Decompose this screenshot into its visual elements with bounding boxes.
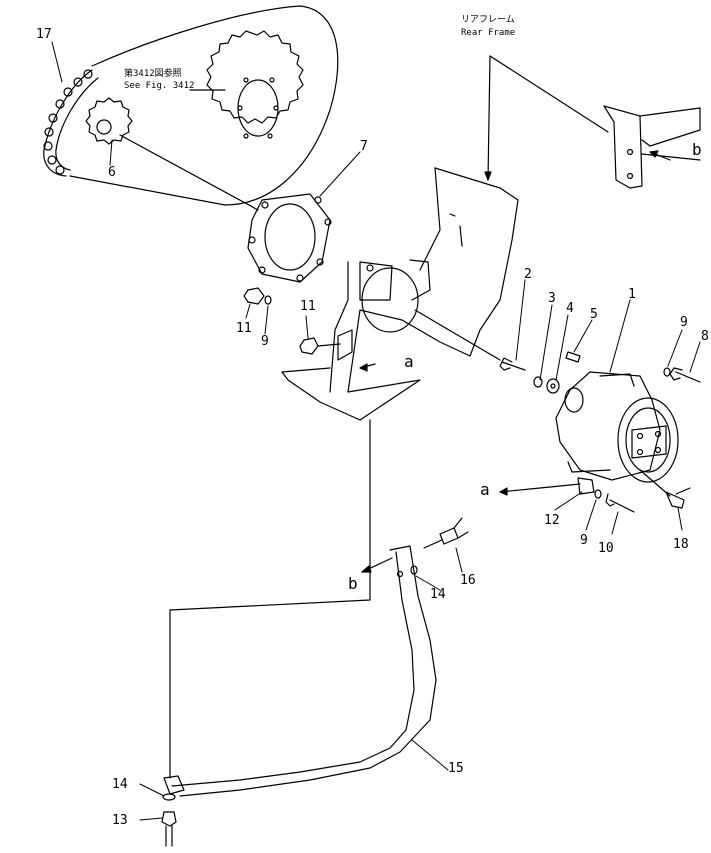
- leader-line: [639, 469, 671, 497]
- leader-line: [487, 55, 491, 181]
- washer-3: [533, 376, 543, 388]
- nut-11-left: [243, 287, 265, 305]
- motor-drawing: [555, 371, 679, 483]
- leader-line: [317, 343, 341, 347]
- arrow-b-bottom-head: [361, 565, 372, 573]
- bolt-8: [669, 367, 701, 383]
- callout-12: 12: [544, 513, 560, 528]
- connector-b-top: b: [692, 140, 702, 159]
- callout-11-center: 11: [300, 299, 316, 314]
- callout-4: 4: [566, 301, 574, 316]
- arrow-a-left-head: [499, 487, 508, 496]
- leader-line: [567, 461, 611, 473]
- nut-11-center: [299, 337, 319, 355]
- callout-18: 18: [673, 537, 689, 552]
- callout-6: 6: [108, 165, 116, 180]
- callout-7: 7: [360, 139, 368, 154]
- connector-a-right: a: [404, 352, 414, 371]
- arrow-b-top-head: [649, 150, 659, 158]
- connector-b-bottom: b: [348, 574, 358, 593]
- leader-line: [414, 309, 501, 361]
- callout-10: 10: [598, 541, 614, 556]
- callout-14-lower: 14: [112, 777, 128, 792]
- callout-15: 15: [448, 761, 464, 776]
- arrow-a-right-head: [359, 363, 368, 372]
- leader-line: [489, 55, 609, 133]
- see-fig-label-en: See Fig. 3412: [124, 81, 195, 91]
- callout-9-lower: 9: [580, 533, 588, 548]
- small-sprocket-drawing: [85, 97, 133, 145]
- bolt-10: [605, 493, 635, 513]
- lockwasher-9-lower: [594, 489, 602, 499]
- bolt-2: [499, 357, 526, 371]
- rear-frame-label-jp: リアフレーム: [461, 15, 515, 25]
- chain-drawing: [43, 69, 99, 177]
- wing-bolt-16: [423, 517, 469, 549]
- callout-leaders: [51, 41, 701, 821]
- lockwasher-9-left: [264, 295, 272, 305]
- leader-line: [119, 134, 259, 211]
- callout-16: 16: [460, 573, 476, 588]
- callout-3: 3: [548, 291, 556, 306]
- bolt-18: [665, 487, 691, 509]
- callout-11-left: 11: [236, 321, 252, 336]
- see-fig-label-jp: 第3412図参照: [124, 69, 182, 79]
- rear-frame-label-en: Rear Frame: [461, 28, 516, 38]
- callout-13: 13: [112, 813, 128, 828]
- callout-2: 2: [524, 267, 532, 282]
- washer-4: [546, 378, 560, 394]
- washer-14-upper: [410, 565, 418, 575]
- bolt-12: [539, 477, 595, 495]
- leader-line: [169, 419, 371, 779]
- arrow-head: [484, 171, 492, 181]
- callout-17: 17: [36, 27, 52, 42]
- bracket-drawing: [281, 167, 519, 421]
- callout-1: 1: [628, 287, 636, 302]
- connector-a-left: a: [480, 480, 490, 499]
- callout-8: 8: [701, 329, 709, 344]
- callout-9-right: 9: [680, 315, 688, 330]
- plate-7-drawing: [247, 193, 332, 283]
- lockwasher-9-right: [663, 367, 671, 377]
- callout-9-left: 9: [261, 334, 269, 349]
- large-sprocket-drawing: [69, 5, 339, 206]
- pin-5: [565, 351, 581, 363]
- rear-frame-drawing: [603, 105, 701, 189]
- strap-15-drawing: [163, 545, 437, 797]
- bolt-13: [161, 811, 177, 847]
- callout-14-upper: 14: [430, 587, 446, 602]
- callout-5: 5: [590, 307, 598, 322]
- washer-14-lower: [162, 793, 176, 801]
